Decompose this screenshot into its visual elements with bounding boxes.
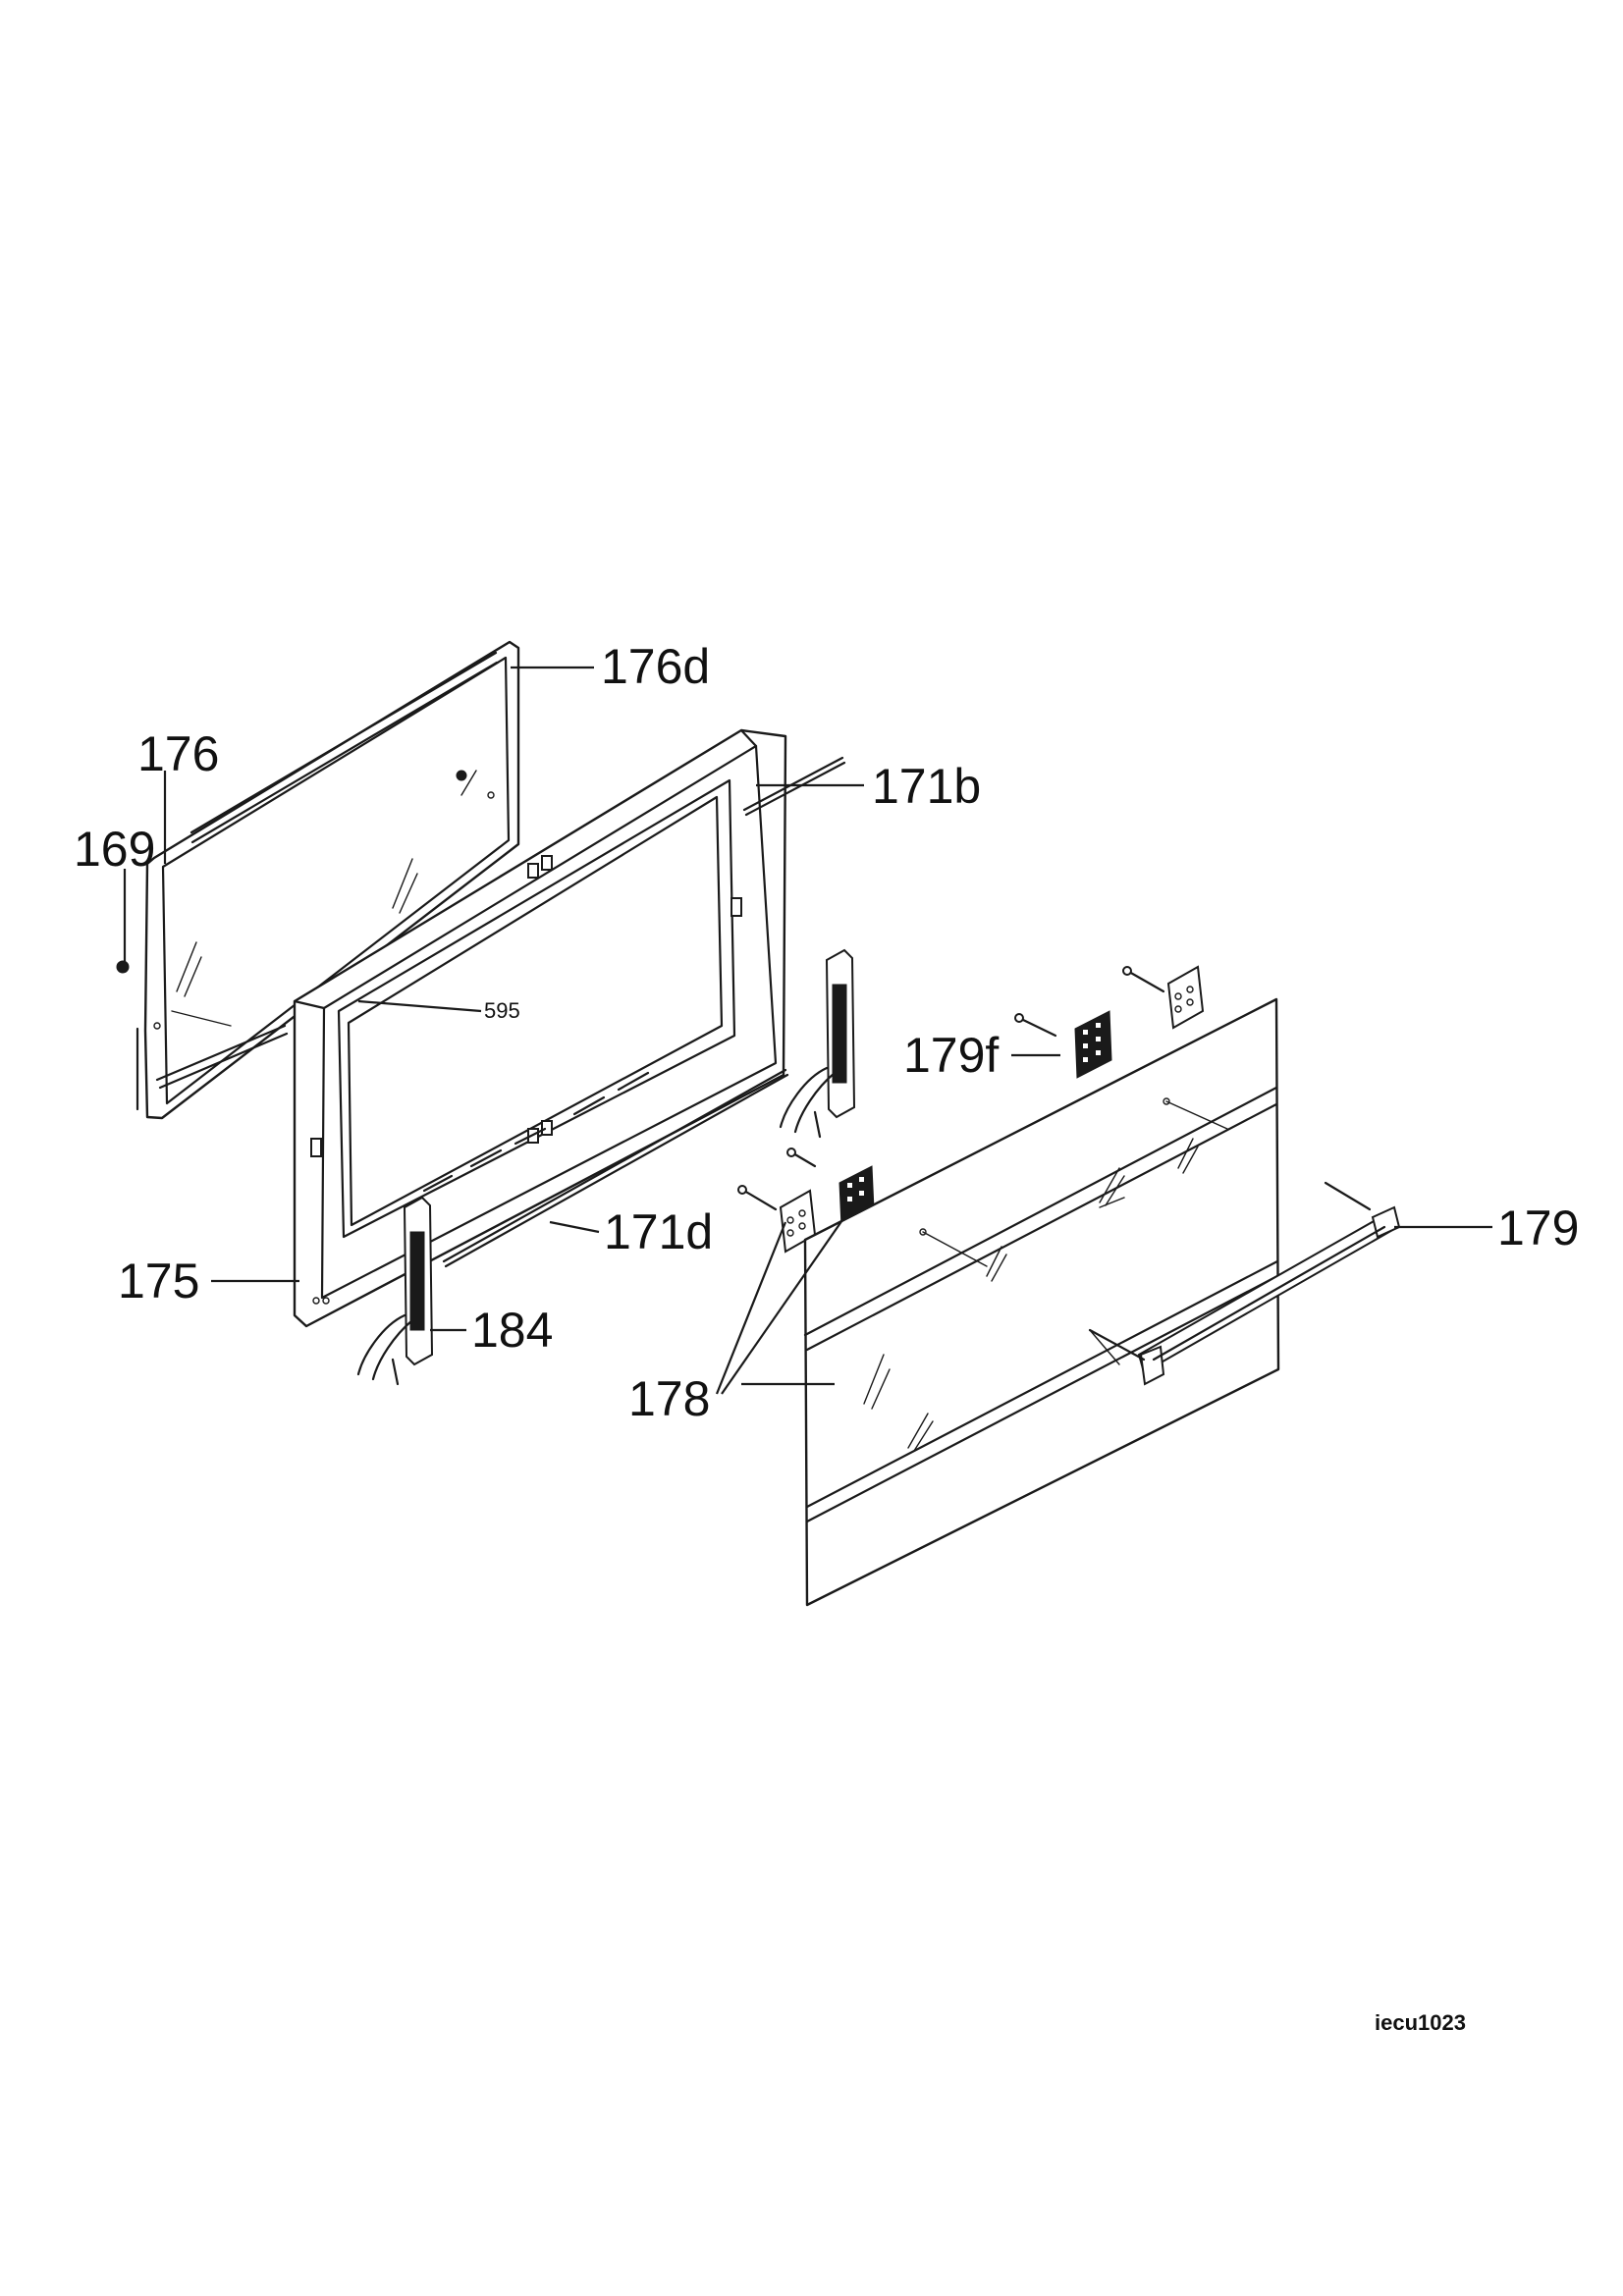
callout-184: 184 [471, 1303, 553, 1358]
door-handle [1088, 1181, 1401, 1386]
hinge-clip-upper [1122, 965, 1205, 1030]
drawing-code: iecu1023 [1375, 2010, 1466, 2035]
upper-rod [742, 756, 844, 812]
callout-171d: 171d [604, 1204, 713, 1259]
callout-175: 175 [118, 1254, 199, 1308]
leader-lines [123, 666, 1492, 1395]
outer-door-glass [803, 997, 1280, 1607]
callout-176: 176 [137, 726, 219, 781]
callout-179f: 179f [903, 1028, 999, 1083]
hinge-right [779, 948, 856, 1139]
hinge-left [356, 1196, 434, 1386]
callout-176d: 176d [601, 639, 710, 694]
inner-glass-panel [116, 640, 520, 1120]
door-frame [293, 728, 787, 1328]
callout-179: 179 [1497, 1201, 1579, 1255]
callout-169: 169 [74, 822, 155, 877]
callout-595: 595 [484, 998, 520, 1023]
callout-178: 178 [628, 1371, 710, 1426]
grid-clip-upper [1074, 1010, 1112, 1079]
lower-rod [442, 1068, 787, 1263]
callout-171b: 171b [872, 759, 981, 814]
callout-labels: 176d 176 169 171b 595 179f 179 171d 175 … [74, 639, 1579, 1426]
